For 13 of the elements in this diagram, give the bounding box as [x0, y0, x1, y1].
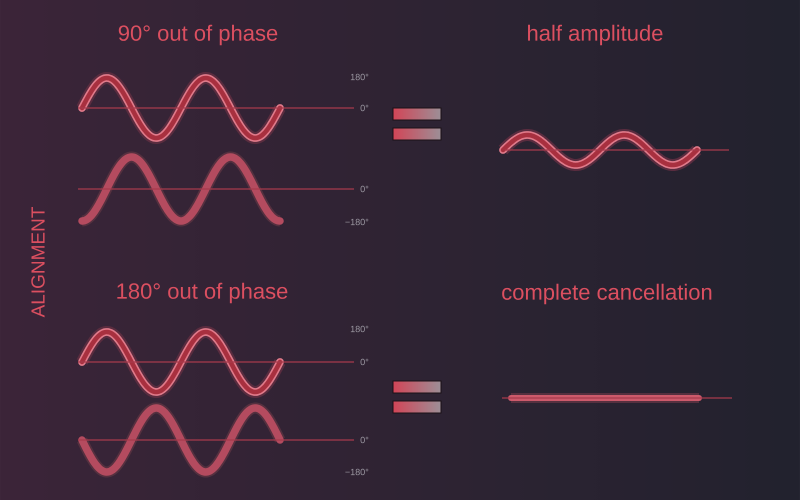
heading: complete cancellation	[502, 284, 712, 304]
heading: 180° out of phase	[117, 282, 288, 304]
axis-label: −180°	[345, 468, 368, 476]
side-label: ALIGNMENT	[31, 207, 45, 318]
axis-label: 0°	[360, 436, 368, 444]
axis-label: 0°	[360, 104, 368, 112]
axis-label: 0°	[360, 358, 368, 366]
heading: 90° out of phase	[118, 24, 278, 46]
heading: half amplitude	[528, 24, 662, 46]
axis-label: 180°	[350, 326, 368, 332]
axis-label: 0°	[360, 186, 368, 192]
axis-label: 180°	[350, 74, 368, 80]
axis-label: −180°	[345, 218, 368, 226]
